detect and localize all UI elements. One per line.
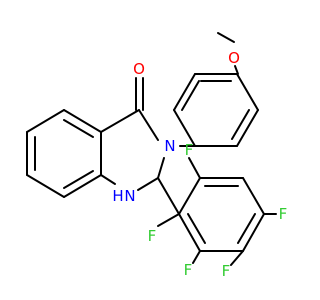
- fluorine-label: F: [185, 141, 194, 159]
- ring-bond: [178, 177, 201, 215]
- carbonyl-oxygen-label: O: [133, 60, 145, 78]
- ring-bond: [63, 109, 102, 133]
- methoxy-oxygen-label: O: [228, 49, 240, 67]
- bond-methyl-o: [217, 32, 235, 43]
- molecule-structure: O O N N H F F F F F: [26, 32, 288, 280]
- ring-double-bond: [187, 213, 206, 244]
- ring-bond: [100, 109, 140, 133]
- ring-double-bond: [181, 80, 200, 111]
- n3-label: N: [164, 137, 175, 155]
- bond-c-f: [157, 213, 180, 227]
- n1-label: N: [124, 187, 135, 205]
- n1-hydrogen-label: H: [112, 187, 123, 205]
- ring-bond: [100, 174, 116, 185]
- ring-bond: [26, 174, 65, 198]
- bond-c-f: [192, 250, 201, 264]
- bond-c2-aryl: [157, 177, 180, 215]
- ring-bond: [242, 177, 265, 215]
- ring-bond: [236, 109, 259, 147]
- ring-bond: [138, 109, 159, 141]
- ring-double-bond: [63, 119, 94, 138]
- ring-bond: [157, 157, 165, 179]
- pentafluorophenyl-ring: [178, 177, 265, 252]
- ring-double-bond: [237, 213, 256, 244]
- bond-c-f: [188, 157, 201, 179]
- methoxyphenyl-ring: [173, 73, 259, 147]
- ring-bond: [26, 109, 65, 133]
- ring-bond: [236, 73, 259, 111]
- ring-double-bond: [63, 170, 94, 189]
- fluorine-label: F: [222, 262, 231, 280]
- ring-bond: [63, 174, 102, 198]
- fluorine-label: F: [148, 227, 157, 245]
- ring-bond: [137, 177, 159, 191]
- ring-bond: [173, 73, 196, 111]
- bond-o-phenyl: [234, 65, 239, 75]
- dihydroquinazolinone-ring: [100, 109, 165, 191]
- fluorine-label: F: [279, 205, 288, 223]
- ring-bond: [173, 109, 196, 147]
- ring-bond: [178, 213, 201, 252]
- ring-bond: [242, 213, 265, 252]
- ring-double-bond: [231, 109, 250, 140]
- structure-canvas: O O N N H F F F F F: [26, 32, 288, 280]
- benzo-ring: [26, 109, 102, 198]
- fluorine-label: F: [184, 261, 193, 279]
- bond-c-f: [230, 250, 244, 266]
